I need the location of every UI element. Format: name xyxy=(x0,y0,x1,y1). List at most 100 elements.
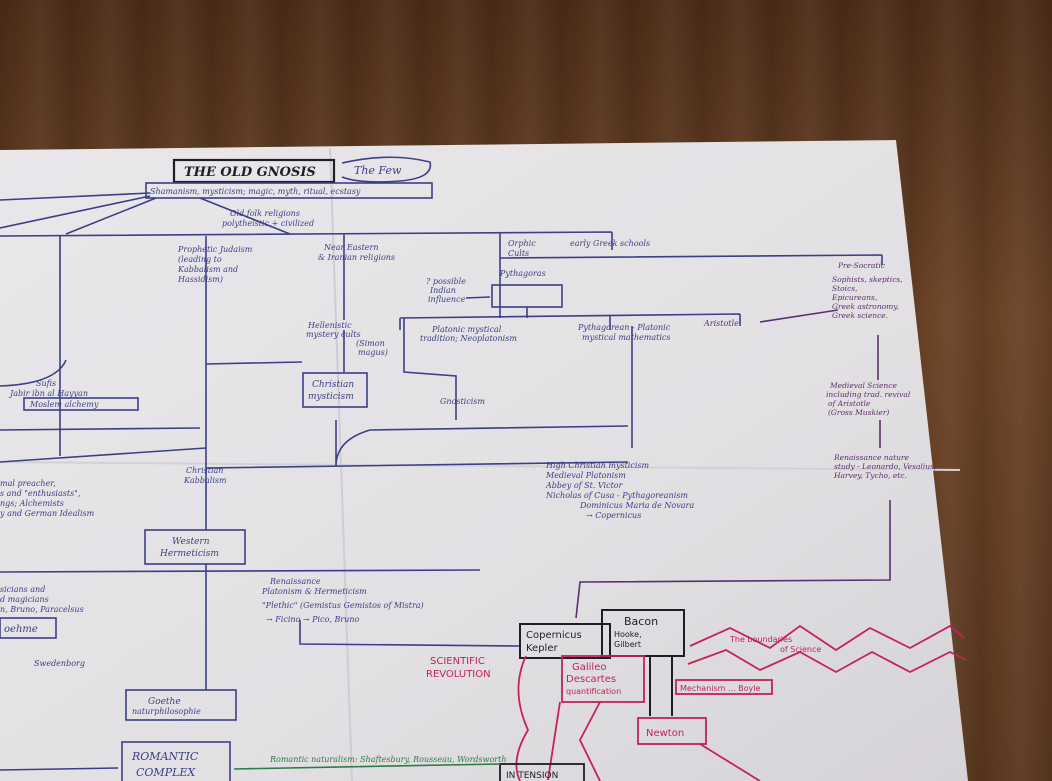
christian-mysticism-2: mysticism xyxy=(308,392,354,402)
red-lines xyxy=(547,701,761,781)
left-mid-2: s and "enthusiasts", xyxy=(0,489,80,498)
indian-3: influence xyxy=(428,295,466,304)
medieval-science-1: Medieval Science xyxy=(829,381,897,390)
christian-kabbalism-2: Kabbalism xyxy=(183,476,227,485)
western-hermeticism-2: Hermeticism xyxy=(159,549,219,559)
connector-line xyxy=(0,326,633,469)
galileo-3: quantification xyxy=(566,687,621,696)
hellenistic-2: mystery cults xyxy=(306,330,361,339)
paper-fold xyxy=(0,461,961,471)
high-christian-3: Abbey of St. Victor xyxy=(545,481,624,490)
connector-line xyxy=(0,767,119,771)
right-top-5: Greek astronomy, xyxy=(832,302,899,311)
romantic-2: COMPLEX xyxy=(136,766,196,779)
galileo-box xyxy=(561,655,645,703)
renaissance-science-2: study - Leonardo, Vesalius, xyxy=(834,462,936,471)
orphic-1: Orphic xyxy=(508,239,536,248)
sufis-1: Sufis xyxy=(36,379,56,388)
right-top-2: Sophists, skeptics, xyxy=(832,275,903,284)
connector-line xyxy=(399,296,741,330)
indian-2: Indian xyxy=(429,286,456,295)
high-christian-4: Nicholas of Cusa - Pythagoreanism xyxy=(545,491,688,500)
swedenborg: Swedenborg xyxy=(34,659,85,668)
hooke-1: Hooke, xyxy=(614,630,642,639)
medieval-science-2: including trad. revival xyxy=(826,390,911,399)
tension-box xyxy=(499,763,585,781)
boundaries-2: of Science xyxy=(780,645,821,654)
western-hermeticism-box xyxy=(144,529,246,565)
top-box xyxy=(145,182,433,199)
mechanism: Mechanism ... Boyle xyxy=(680,684,761,693)
right-top-4: Epicureans, xyxy=(831,293,877,302)
gnosticism: Gnosticism xyxy=(440,397,485,406)
prophetic-2: (leading to xyxy=(178,255,222,264)
left-mid-3: ngs; Alchemists xyxy=(0,499,64,508)
high-christian-1: High Christian mysticism xyxy=(545,461,649,470)
platonic-1: Platonic mystical xyxy=(431,325,502,334)
pythagoras: Pythagoras xyxy=(499,269,546,278)
renaissance-science-3: Harvey, Tycho, etc. xyxy=(833,471,907,480)
copernicus-box xyxy=(519,623,611,659)
high-christian-6: → Copernicus xyxy=(586,511,641,520)
medieval-science-3: of Aristotle xyxy=(828,399,871,408)
paper-sheet xyxy=(0,140,968,781)
mechanism-box xyxy=(675,679,773,695)
simon-2: magus) xyxy=(358,348,388,357)
connector-line xyxy=(299,620,521,647)
pythag-platonic-1: Pythagorean - Platonic xyxy=(577,323,671,332)
renaissance-plat-3: "Plethic" (Gemistus Gemistos of Mistra) xyxy=(262,601,424,610)
scientific-revolution-2: REVOLUTION xyxy=(426,669,491,680)
newton-box xyxy=(637,717,707,745)
renaissance-plat-2: Platonism & Hermeticism xyxy=(261,587,367,596)
high-christian-2: Medieval Platonism xyxy=(545,471,626,480)
connector-line xyxy=(0,192,291,235)
connector-line xyxy=(649,656,673,716)
orphic-2: Cults xyxy=(508,249,529,258)
title-note-oval xyxy=(341,156,432,183)
folk-line-2: polytheistic + civilized xyxy=(222,219,314,228)
left-low-3: n, Bruno, Paracelsus xyxy=(0,605,84,614)
galileo-2: Descartes xyxy=(566,674,616,685)
christian-mysticism-box xyxy=(302,372,368,408)
title-box xyxy=(172,158,336,184)
renaissance-plat-4: → Ficino → Pico, Bruno xyxy=(266,615,359,624)
prophetic-1: Prophetic Judaism xyxy=(177,245,253,254)
renaissance-science-1: Renaissance nature xyxy=(833,453,910,462)
christian-kabbalism-1: Christian xyxy=(186,466,223,475)
christian-mysticism-1: Christian xyxy=(312,380,354,390)
connector-line xyxy=(759,309,839,323)
newton: Newton xyxy=(646,728,684,739)
goethe-2: naturphilosophie xyxy=(132,707,201,716)
romantic-box xyxy=(121,741,231,781)
connector-line xyxy=(499,254,883,265)
red-bracket xyxy=(515,655,530,781)
boehme-box xyxy=(0,617,57,639)
green-arrow xyxy=(233,763,501,770)
left-low-2: d magicians xyxy=(0,595,49,604)
pythag-platonic-2: mystical mathematics xyxy=(582,333,671,342)
right-top-6: Greek science. xyxy=(832,311,888,320)
left-mid-4: y and German Idealism xyxy=(0,509,95,518)
western-hermeticism-1: Western xyxy=(172,537,210,547)
connector-line xyxy=(0,231,613,468)
right-top-3: Stoics, xyxy=(832,284,858,293)
tension: IN TENSION xyxy=(506,771,558,781)
aristotle: Aristotle xyxy=(703,319,739,328)
red-zigzag xyxy=(687,649,967,674)
title-note: The Few xyxy=(354,164,402,177)
galileo-1: Galileo xyxy=(572,662,606,673)
left-low-1: sicians and xyxy=(0,585,45,594)
simon-1: (Simon xyxy=(356,339,385,348)
diagram-title: THE OLD GNOSIS xyxy=(184,165,316,180)
prophetic-3: Kabbalism and xyxy=(177,265,238,274)
indian-1: ? possible xyxy=(426,277,466,286)
copernicus-2: Kepler xyxy=(526,643,558,654)
high-christian-5: Dominicus Maria de Novara xyxy=(579,501,694,510)
platonic-2: tradition; Neoplatonism xyxy=(420,334,517,343)
folk-line-1: Old folk religions xyxy=(230,209,300,218)
goethe-box xyxy=(125,689,237,721)
connector-line xyxy=(575,335,891,619)
red-zigzag xyxy=(689,624,965,652)
near-eastern-2: & Iranian religions xyxy=(318,253,395,262)
